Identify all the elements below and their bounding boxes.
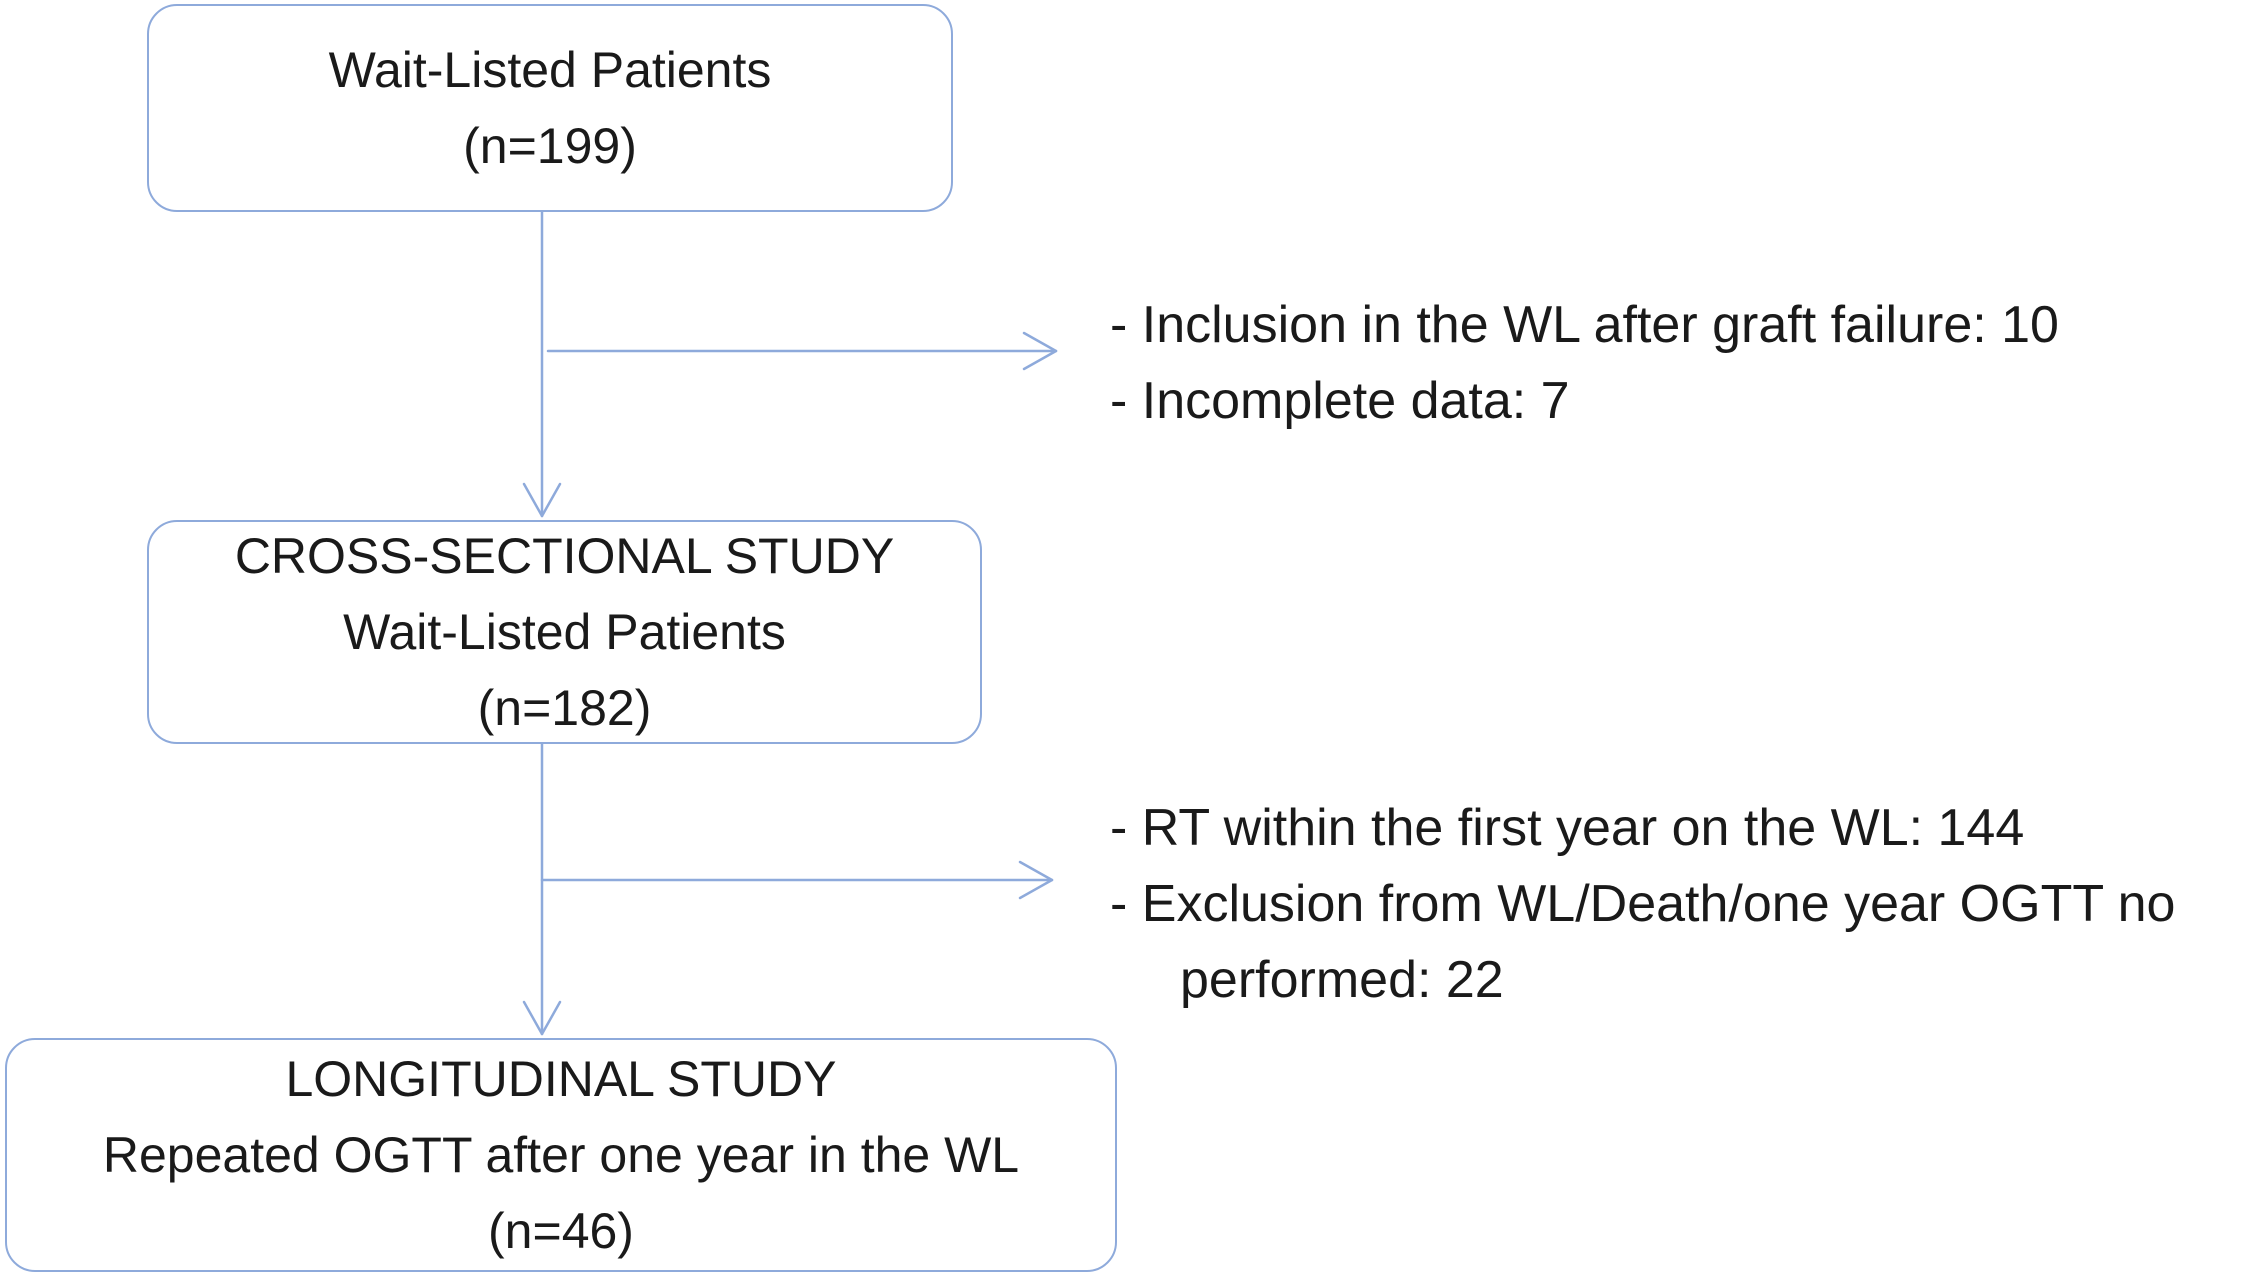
arrowhead-bottom-box <box>522 1000 562 1036</box>
arrowhead-middle-box <box>522 482 562 518</box>
box-top-line-1: Wait-Listed Patients <box>328 42 772 98</box>
box-bottom-line-2: Repeated OGTT after one year in the WL <box>102 1127 1020 1183</box>
exclusion-note-2: - RT within the first year on the WL: 14… <box>1110 790 2175 1018</box>
exclusion-1-item-2: - Incomplete data: 7 <box>1110 372 1570 430</box>
longitudinal-study-box: LONGITUDINAL STUDY Repeated OGTT after o… <box>5 1038 1117 1272</box>
exclusion-note-1: - Inclusion in the WL after graft failur… <box>1110 287 2059 439</box>
box-middle-line-2: Wait-Listed Patients <box>343 604 786 660</box>
exclusion-2-item-2-continued: performed: 22 <box>1180 951 1504 1009</box>
box-top-line-2: (n=199) <box>463 118 637 174</box>
exclusion-2-item-1: - RT within the first year on the WL: 14… <box>1110 799 2025 857</box>
wait-listed-patients-box: Wait-Listed Patients (n=199) <box>147 4 953 212</box>
box-bottom-line-1: LONGITUDINAL STUDY <box>285 1051 837 1107</box>
exclusion-2-item-2: - Exclusion from WL/Death/one year OGTT … <box>1110 875 2176 933</box>
box-middle-line-3: (n=182) <box>477 680 652 736</box>
cross-sectional-study-box: CROSS-SECTIONAL STUDY Wait-Listed Patien… <box>147 520 982 744</box>
exclusion-1-item-1: - Inclusion in the WL after graft failur… <box>1110 296 2059 354</box>
arrowhead-exclusion-2 <box>1018 860 1054 900</box>
box-middle-line-1: CROSS-SECTIONAL STUDY <box>234 528 895 584</box>
box-bottom-line-3: (n=46) <box>488 1203 634 1259</box>
arrowhead-exclusion-1 <box>1022 331 1058 371</box>
